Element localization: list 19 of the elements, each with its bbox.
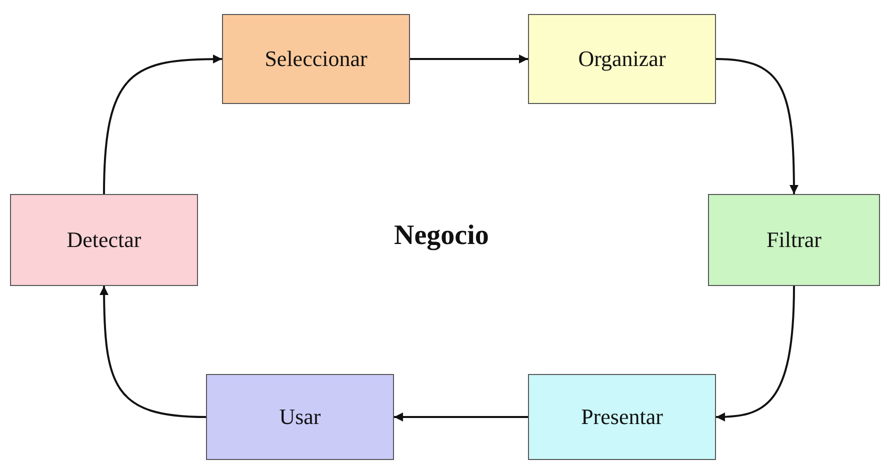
box-label: Organizar xyxy=(578,46,666,72)
process-box xyxy=(708,194,880,286)
box-label: Usar xyxy=(279,404,321,430)
arrow xyxy=(716,286,795,422)
process-box xyxy=(10,194,198,286)
center-label: Negocio xyxy=(394,220,489,252)
box-label: Detectar xyxy=(66,227,142,253)
box-label: Filtrar xyxy=(766,227,822,253)
arrow xyxy=(100,286,206,418)
arrow xyxy=(716,58,798,194)
process-box xyxy=(222,14,410,104)
box-label: Seleccionar xyxy=(264,46,368,72)
arrow xyxy=(394,412,528,422)
arrow xyxy=(103,54,222,194)
process-box xyxy=(528,14,716,104)
arrow xyxy=(410,54,528,64)
process-box xyxy=(528,374,716,460)
box-label: Presentar xyxy=(581,404,663,430)
process-box xyxy=(206,374,394,460)
